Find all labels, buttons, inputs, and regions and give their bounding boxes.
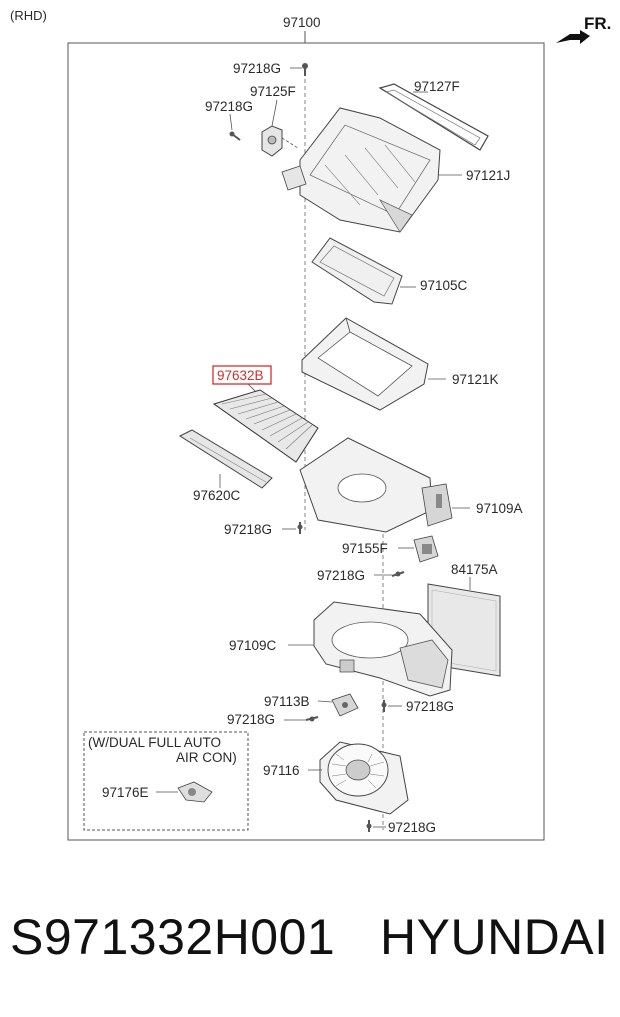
- screw-right-icon: [381, 700, 387, 712]
- label-97218G-bottom: 97218G: [388, 820, 436, 835]
- label-97109A: 97109A: [476, 501, 523, 516]
- dual-auto-sensor-icon: [177, 781, 213, 803]
- label-97125F: 97125F: [250, 84, 296, 99]
- label-97218G-mid: 97218G: [224, 522, 272, 537]
- option-box-line2: AIR CON): [176, 750, 237, 765]
- label-97116: 97116: [263, 763, 300, 778]
- label-97105C: 97105C: [420, 278, 468, 293]
- highlight-box-97632B: [212, 365, 272, 385]
- blower-motor-icon: [319, 741, 409, 815]
- cabin-air-filter-icon: [212, 389, 319, 463]
- screw-resistor-icon: [391, 571, 405, 577]
- label-97218G-res: 97218G: [317, 568, 365, 583]
- upper-case-icon: [281, 107, 441, 233]
- front-arrow-icon: [556, 30, 590, 44]
- label-97155F: 97155F: [342, 541, 388, 556]
- label-97620C: 97620C: [193, 488, 241, 503]
- label-97113B: 97113B: [264, 694, 310, 709]
- option-box: [83, 731, 249, 831]
- filter-cover-icon: [311, 237, 403, 305]
- assembly-number: 97100: [283, 15, 321, 30]
- screw-lower-icon: [305, 716, 319, 722]
- screw-left-icon: [229, 131, 241, 141]
- actuator-icon: [261, 125, 299, 157]
- label-97176E: 97176E: [102, 785, 149, 800]
- label-97121J: 97121J: [466, 168, 510, 183]
- screw-top-icon: [302, 63, 308, 76]
- label-97218G-lower: 97218G: [227, 712, 275, 727]
- label-97127F: 97127F: [414, 79, 460, 94]
- label-97218G-top: 97218G: [233, 61, 281, 76]
- seal-gasket-icon: [378, 83, 489, 151]
- filter-housing-icon: [301, 317, 429, 411]
- variant-label: (RHD): [10, 8, 47, 23]
- screw-mid-icon: [297, 522, 303, 534]
- intake-case-icon: [299, 437, 453, 533]
- label-84175A: 84175A: [451, 562, 498, 577]
- blower-case-icon: [313, 601, 453, 697]
- filter-frame-icon: [178, 429, 273, 489]
- front-marker: FR.: [584, 14, 611, 33]
- sensor-icon: [331, 693, 359, 717]
- screw-bottom-icon: [366, 820, 372, 832]
- footer-brand: HYUNDAI: [380, 909, 609, 965]
- label-97218G-right: 97218G: [406, 699, 454, 714]
- option-box-line1: (W/DUAL FULL AUTO: [88, 735, 221, 750]
- label-97218G-left: 97218G: [205, 99, 253, 114]
- resistor-icon: [413, 535, 439, 563]
- label-97109C: 97109C: [229, 638, 277, 653]
- label-97121K: 97121K: [452, 372, 499, 387]
- assembly-frame: [67, 42, 545, 841]
- footer-part-number: S971332H001: [10, 909, 336, 965]
- footer: S971332H001 HYUNDAI: [0, 908, 620, 978]
- label-97632B: 97632B: [217, 368, 264, 383]
